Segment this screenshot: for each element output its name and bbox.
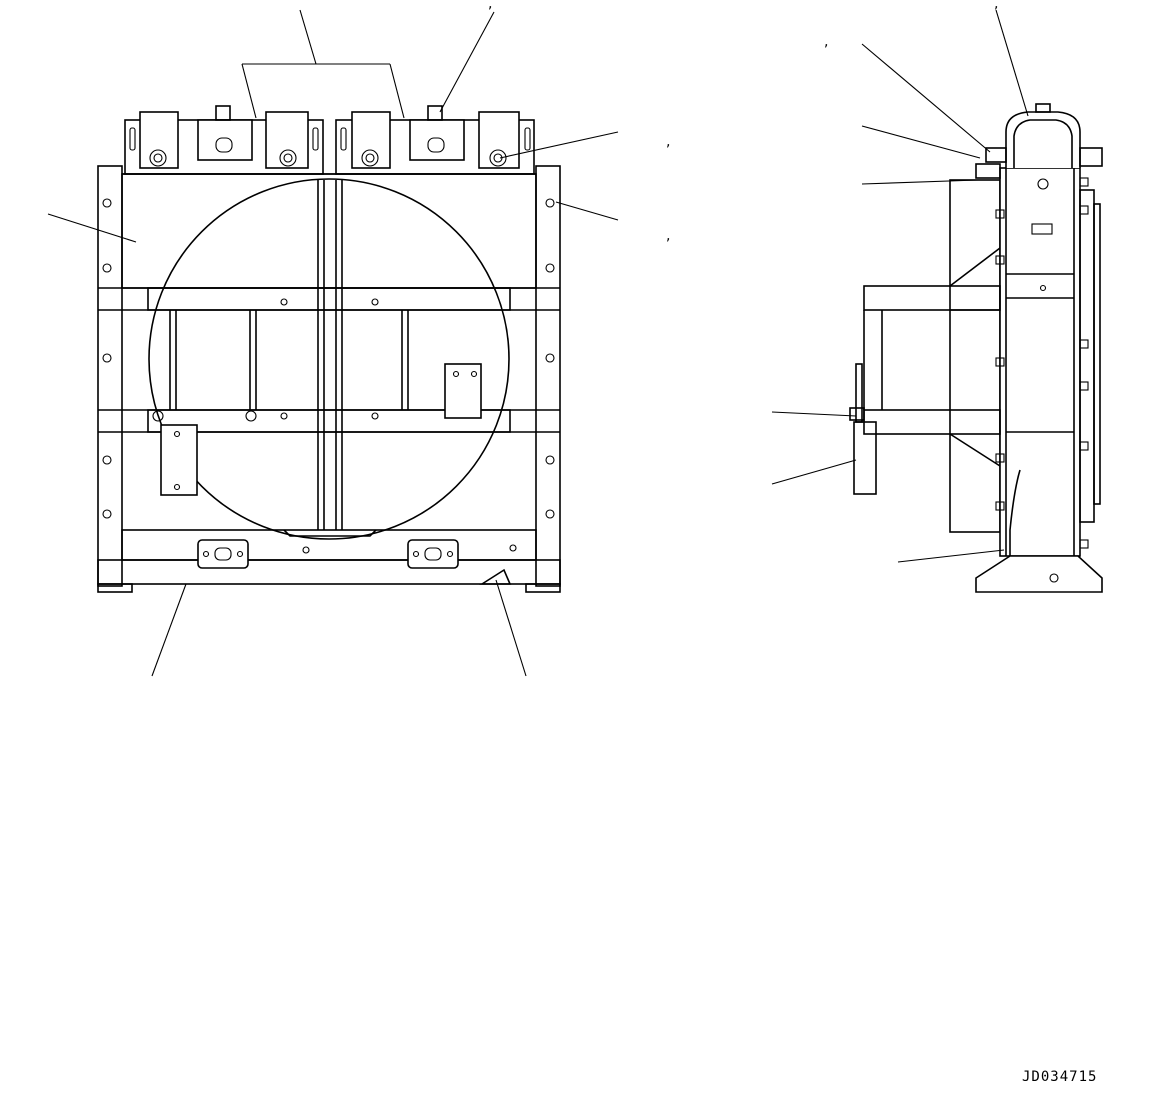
drain-wedge [479,568,512,585]
top-tank-assembly [124,105,535,175]
front-leader-lines [47,9,619,677]
bracket-right [444,363,482,419]
top-panel [121,173,537,289]
figure-code: JD034715 [1022,1069,1098,1085]
side-shroud [949,179,1001,533]
callout-mark-3: , [824,34,828,50]
side-lower-arm [863,409,1001,435]
frame-right-post [535,165,561,587]
side-base-foot [975,555,1103,593]
frame-bolts [102,198,555,519]
callout-mark-1: , [488,0,492,12]
side-view [771,9,1103,593]
side-upper-arm [863,285,1001,311]
side-bracket [853,421,877,495]
callout-mark-5: , [666,228,670,244]
bottom-mount-left [197,539,249,569]
callout-mark-2: , [994,0,998,12]
bottom-rail [121,529,537,561]
bottom-mount-right [407,539,459,569]
side-bolts [995,177,1089,549]
side-main-column [999,167,1081,557]
bracket-left [160,424,198,496]
callout-mark-4: , [666,134,670,150]
upper-cross-beam [147,287,511,311]
frame-left-post [97,165,123,587]
front-view [47,9,619,677]
fan-shroud-circle [148,178,510,540]
side-leader-lines [771,9,1029,563]
